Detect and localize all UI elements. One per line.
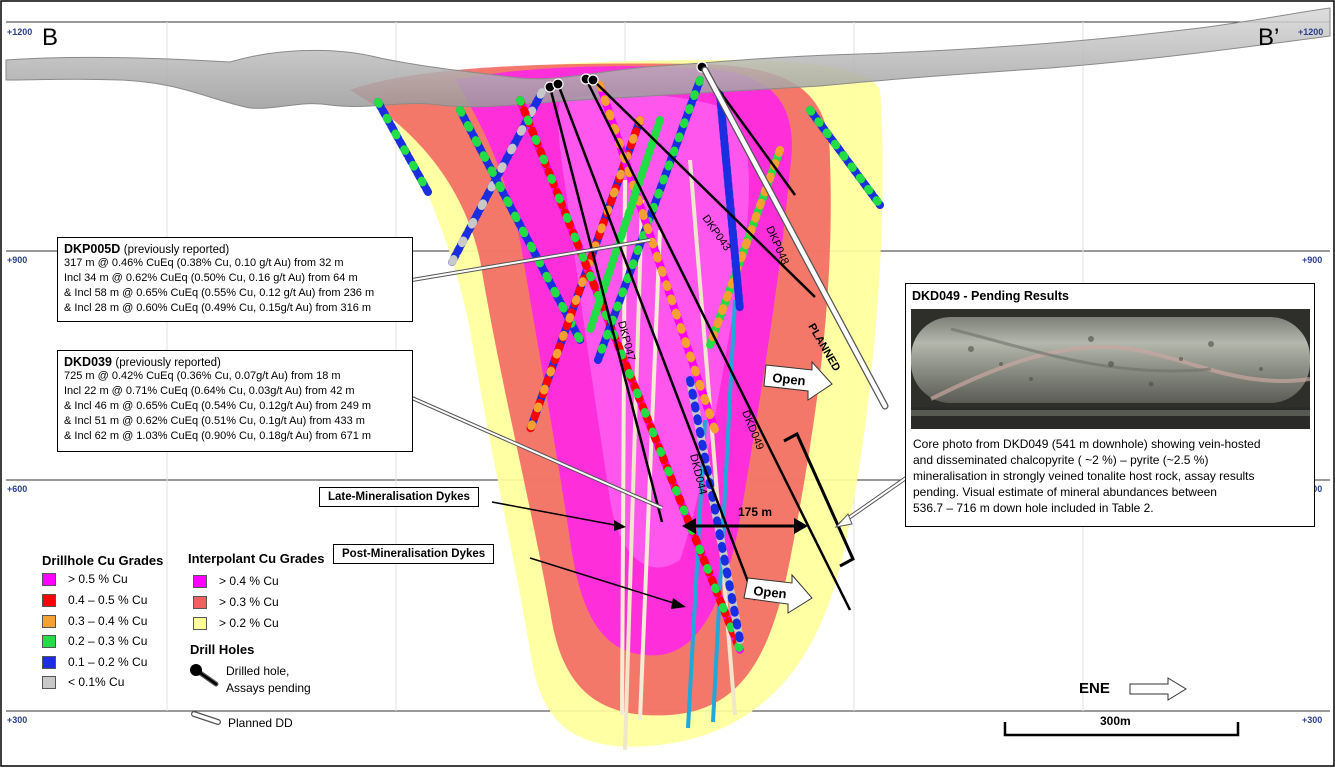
- open-arrow-lower: Open: [743, 573, 813, 614]
- dkd049-interval-bracket: [783, 431, 855, 568]
- legend-drillhole-item: 0.4 – 0.5 % Cu: [42, 593, 147, 607]
- dkd039-line: & Incl 46 m @ 0.65% CuEq (0.54% Cu, 0.12…: [64, 400, 372, 412]
- dkp005d-title: DKP005D (previously reported): [64, 242, 230, 256]
- legend-interpolant-title: Interpolant Cu Grades: [188, 551, 325, 566]
- core-photo: [911, 309, 1310, 429]
- legend-interpolant-item: > 0.4 % Cu: [193, 574, 279, 588]
- legend-drillhole-item: > 0.5 % Cu: [42, 572, 128, 586]
- legend-drill-holes-title: Drill Holes: [190, 642, 255, 657]
- elevation-label-left: +600: [7, 484, 28, 494]
- elevation-label-right: +900: [1302, 255, 1323, 265]
- dkp005d-line: & Incl 58 m @ 0.65% CuEq (0.55% Cu, 0.12…: [64, 287, 375, 299]
- dkd039-line: & Incl 51 m @ 0.62% CuEq (0.51% Cu, 0.1g…: [64, 415, 365, 427]
- drilled-hole-traces: [548, 66, 852, 611]
- late-mineralisation-dykes-callout: Late-Mineralisation Dykes: [319, 487, 479, 507]
- legend-interpolant-item: > 0.2 % Cu: [193, 616, 279, 630]
- legend-drilled-hole-line1: Drilled hole,: [226, 664, 290, 678]
- leader-lines: [411, 238, 908, 609]
- drilled-hole-collars: [544, 61, 708, 93]
- scale-bar: [1003, 722, 1240, 737]
- legend-drillhole-item: 0.2 – 0.3 % Cu: [42, 634, 147, 648]
- legend-interpolant-item: > 0.3 % Cu: [193, 595, 279, 609]
- section-start-label: B: [42, 24, 59, 51]
- dimension-175m: 175 m: [682, 505, 808, 534]
- dkp005d-line: 317 m @ 0.46% CuEq (0.38% Cu, 0.10 g/t A…: [64, 257, 344, 269]
- direction-arrow: [1129, 677, 1187, 701]
- elevation-label-left: +900: [7, 255, 28, 265]
- dkd039-line: Incl 22 m @ 0.71% CuEq (0.64% Cu, 0.03g/…: [64, 385, 355, 397]
- legend-drillhole-item: 0.1 – 0.2 % Cu: [42, 655, 147, 669]
- drillhole-traces: [374, 76, 884, 654]
- open-arrow-upper: Open: [763, 360, 833, 401]
- dkd049-pending-box: DKD049 - Pending Results Core photo from…: [905, 283, 1315, 527]
- svg-text:175 m: 175 m: [738, 505, 772, 519]
- svg-text:Open: Open: [772, 370, 807, 388]
- legend-drillhole-title: Drillhole Cu Grades: [42, 553, 164, 568]
- drilled-hole-icon: [190, 664, 219, 687]
- elevation-label-left: +300: [7, 715, 28, 725]
- core-photo-image: [911, 309, 1310, 429]
- legend-drilled-hole-line2: Assays pending: [226, 681, 311, 695]
- dkd039-results-box: DKD039 (previously reported) 725 m @ 0.4…: [57, 350, 413, 452]
- topography-surface: [5, 7, 1331, 109]
- legend-drillhole-item: < 0.1% Cu: [42, 675, 124, 689]
- elevation-label-right: +300: [1302, 715, 1323, 725]
- dkp005d-line: Incl 34 m @ 0.62% CuEq (0.50% Cu, 0.16 g…: [64, 272, 358, 284]
- dkd049-caption: Core photo from DKD049 (541 m downhole) …: [913, 437, 1261, 515]
- dkd039-line: 725 m @ 0.42% CuEq (0.36% Cu, 0.07g/t Au…: [64, 370, 341, 382]
- legend-planned-dd: Planned DD: [228, 716, 293, 730]
- post-mineralisation-dykes-callout: Post-Mineralisation Dykes: [333, 544, 495, 564]
- elevation-label-left: +1200: [7, 27, 33, 37]
- dkd039-line: & Incl 62 m @ 1.03% CuEq (0.90% Cu, 0.18…: [64, 430, 372, 442]
- section-end-label: B’: [1258, 24, 1280, 51]
- planned-hole-icon: [191, 711, 221, 725]
- svg-text:Open: Open: [753, 583, 788, 601]
- dkp005d-results-box: DKP005D (previously reported) 317 m @ 0.…: [57, 237, 413, 322]
- dkp005d-line: & Incl 28 m @ 0.60% CuEq (0.49% Cu, 0.15…: [64, 302, 372, 314]
- scale-label: 300m: [1100, 714, 1131, 728]
- planned-hole-fill: [702, 67, 888, 409]
- dkd039-title: DKD039 (previously reported): [64, 355, 221, 369]
- legend-drillhole-item: 0.3 – 0.4 % Cu: [42, 614, 147, 628]
- elevation-label-right: +1200: [1298, 27, 1324, 37]
- direction-label: ENE: [1079, 680, 1110, 697]
- dkd049-title: DKD049 - Pending Results: [912, 289, 1069, 303]
